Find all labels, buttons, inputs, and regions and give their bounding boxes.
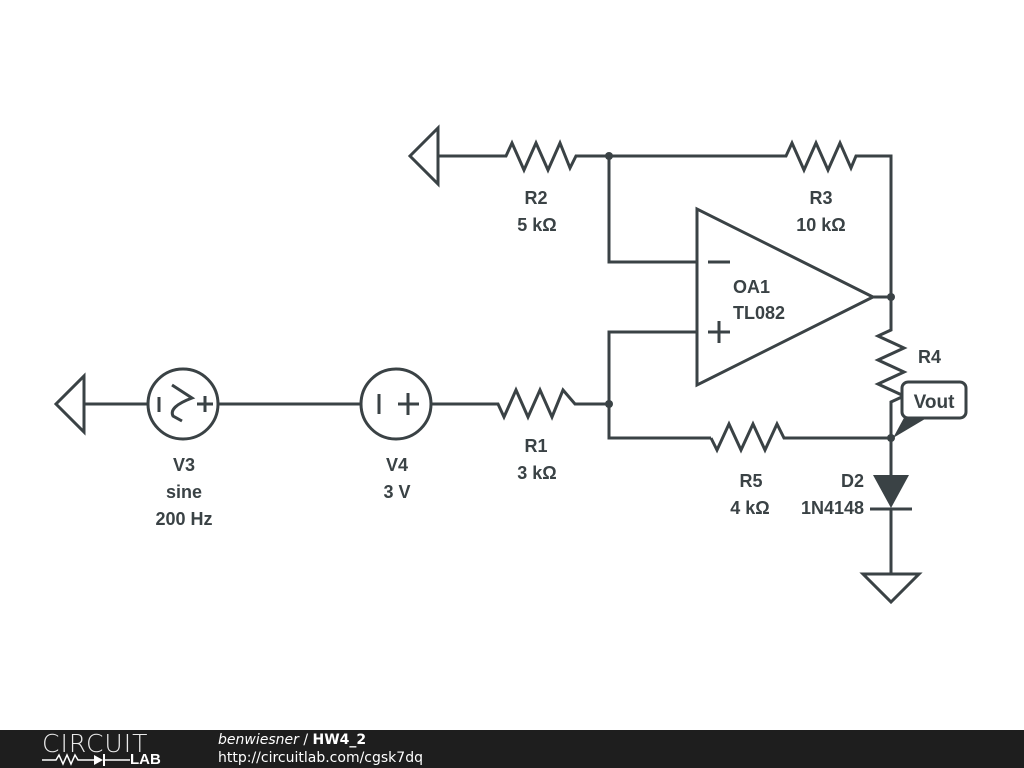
resistor-r4[interactable]: R4 bbox=[874, 297, 941, 438]
sine-wave-icon bbox=[170, 383, 196, 423]
v4-label: V4 bbox=[386, 455, 408, 475]
project-name[interactable]: HW4_2 bbox=[312, 732, 367, 748]
circuitlab-logo[interactable]: CIRCUIT LAB bbox=[42, 729, 182, 768]
r5-value: 4 kΩ bbox=[730, 498, 769, 518]
credits: benwiesner / HW4_2 http://circuitlab.com… bbox=[218, 731, 423, 767]
v3-label: V3 bbox=[173, 455, 195, 475]
resistor-r3[interactable]: R3 10 kΩ bbox=[780, 139, 893, 297]
diode-d2[interactable]: D2 1N4148 bbox=[801, 438, 912, 573]
ground-symbol-v3 bbox=[53, 372, 86, 436]
wire-inverting bbox=[607, 156, 697, 264]
v3-type: sine bbox=[166, 482, 202, 502]
footer-bar: CIRCUIT LAB benwiesner / HW4_2 http://ci… bbox=[0, 729, 1024, 768]
r1-label: R1 bbox=[524, 436, 547, 456]
r2-label: R2 bbox=[524, 188, 547, 208]
v3-freq: 200 Hz bbox=[155, 509, 212, 529]
r5-label: R5 bbox=[739, 471, 762, 491]
r3-label: R3 bbox=[809, 188, 832, 208]
logo-text-bottom: LAB bbox=[130, 751, 161, 768]
r4-label: R4 bbox=[918, 347, 941, 367]
probe-vout-label: Vout bbox=[914, 392, 955, 413]
oa1-label: OA1 bbox=[733, 277, 770, 297]
project-url[interactable]: http://circuitlab.com/cgsk7dq bbox=[218, 750, 423, 766]
ground-symbol-r2 bbox=[407, 124, 440, 188]
author-link[interactable]: benwiesner bbox=[218, 732, 299, 748]
opamp-oa1[interactable]: OA1 TL082 bbox=[695, 206, 877, 388]
d2-part: 1N4148 bbox=[801, 498, 864, 518]
v4-value: 3 V bbox=[383, 482, 410, 502]
r2-value: 5 kΩ bbox=[517, 215, 556, 235]
r1-value: 3 kΩ bbox=[517, 463, 556, 483]
probe-vout[interactable]: Vout bbox=[893, 380, 968, 438]
oa1-part: TL082 bbox=[733, 303, 785, 323]
separator: / bbox=[298, 732, 313, 748]
schematic-canvas: R2 5 kΩ R3 10 kΩ OA1 TL082 R4 R5 4 kΩ bbox=[53, 124, 968, 605]
logo-text-top: CIRCUIT bbox=[42, 729, 149, 758]
r3-value: 10 kΩ bbox=[796, 215, 845, 235]
source-v4-dc[interactable]: V4 3 V bbox=[359, 367, 433, 502]
resistor-r1[interactable]: R1 3 kΩ bbox=[431, 386, 609, 483]
source-v3-sine[interactable]: V3 sine 200 Hz bbox=[146, 367, 220, 529]
wire-noninverting bbox=[607, 330, 711, 440]
ground-symbol-d2 bbox=[859, 572, 923, 605]
resistor-r5[interactable]: R5 4 kΩ bbox=[709, 420, 891, 518]
d2-label: D2 bbox=[841, 471, 864, 491]
resistor-r2[interactable]: R2 5 kΩ bbox=[498, 139, 609, 235]
resistor-diode-logo-icon bbox=[42, 753, 130, 766]
